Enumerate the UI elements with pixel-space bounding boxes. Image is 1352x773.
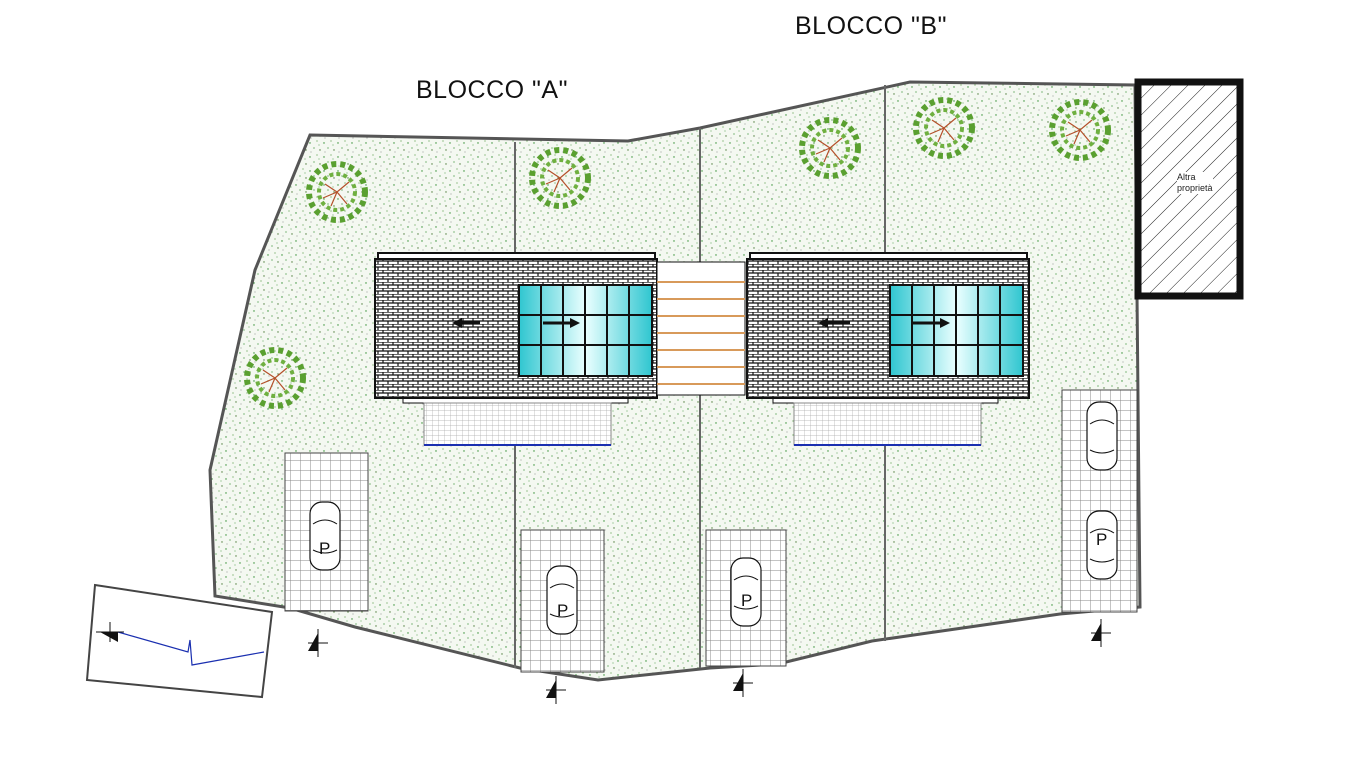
parking-label: P (557, 601, 568, 620)
neighbor-label: Altra proprietà (1177, 172, 1213, 194)
parking-label: P (741, 591, 752, 610)
building-block-a (374, 252, 658, 446)
access-ramp (85, 583, 274, 699)
block-a-title: BLOCCO "A" (416, 76, 568, 104)
parking-label: P (319, 539, 330, 558)
block-b-title: BLOCCO "B" (795, 12, 947, 40)
central-stairs (656, 261, 746, 396)
neighbor-label-line1: Altra (1177, 172, 1196, 182)
neighbor-label-line2: proprietà (1177, 183, 1213, 193)
building-block-b (746, 252, 1030, 446)
parking-label: P (1096, 530, 1107, 549)
parking-areas: P P P P (284, 389, 1138, 673)
